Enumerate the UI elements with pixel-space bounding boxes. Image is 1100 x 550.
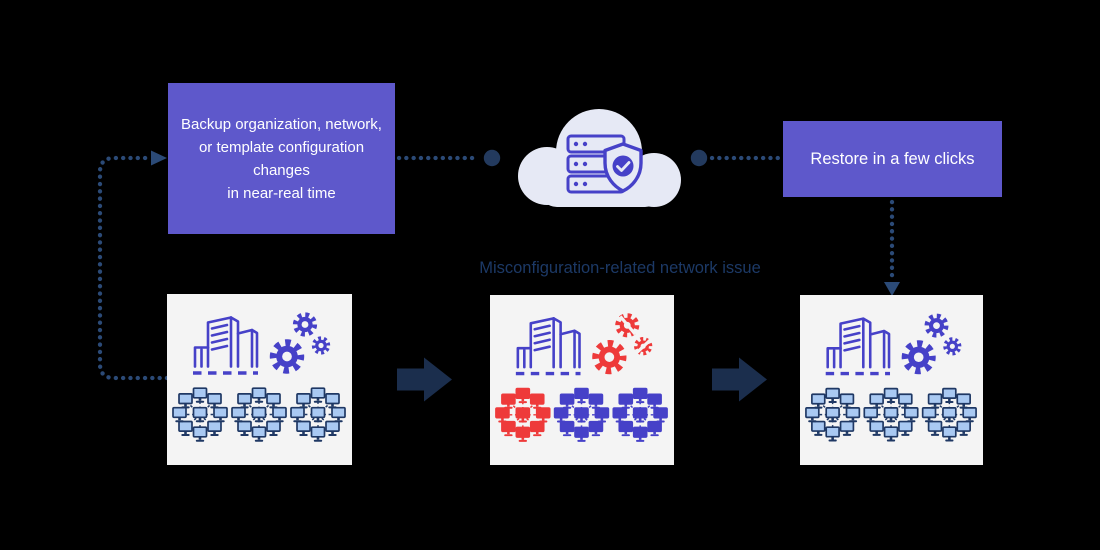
network-star-icon — [231, 387, 287, 442]
restore-box-label: Restore in a few clicks — [810, 149, 975, 168]
panel-source-network — [167, 294, 352, 465]
connector-endpoint-dot — [483, 149, 501, 167]
arrowhead-right-icon — [151, 150, 167, 166]
network-star-icon — [921, 387, 977, 442]
backup-loop-connector — [97, 155, 170, 381]
network-star-icon — [290, 387, 346, 442]
network-star-icon-affected — [495, 387, 551, 442]
network-star-icon — [172, 387, 228, 442]
backup-box: Backup organization, network, or templat… — [168, 83, 395, 234]
misconfiguration-caption: Misconfiguration-related network issue — [479, 259, 761, 277]
panel-restored-network-icons — [805, 313, 977, 442]
panel-misconfigured-network-icons — [495, 313, 668, 442]
arrow-right-icon — [397, 357, 452, 402]
broken-gears-icon — [592, 313, 653, 375]
organization-building-icon — [515, 317, 581, 376]
arrowhead-down-icon — [884, 282, 900, 296]
organization-building-icon — [193, 316, 259, 375]
cloud-backup-icon — [518, 109, 681, 207]
panel-misconfigured-network — [490, 295, 674, 465]
restore-box: Restore in a few clicks — [783, 121, 1002, 197]
panel-source-network-icons — [172, 312, 346, 442]
gears-icon — [269, 312, 331, 374]
shield-check-icon — [603, 142, 643, 193]
arrow-right-icon — [712, 357, 767, 402]
network-star-icon — [553, 387, 610, 442]
network-star-icon — [805, 387, 861, 442]
connector-endpoint-dot — [690, 149, 708, 167]
backup-box-label: Backup organization, network, or templat… — [181, 115, 382, 202]
network-star-icon — [863, 387, 919, 442]
organization-building-icon — [825, 317, 891, 376]
network-star-icon — [612, 387, 668, 442]
panel-restored-network — [800, 295, 983, 465]
gears-icon — [901, 313, 962, 375]
